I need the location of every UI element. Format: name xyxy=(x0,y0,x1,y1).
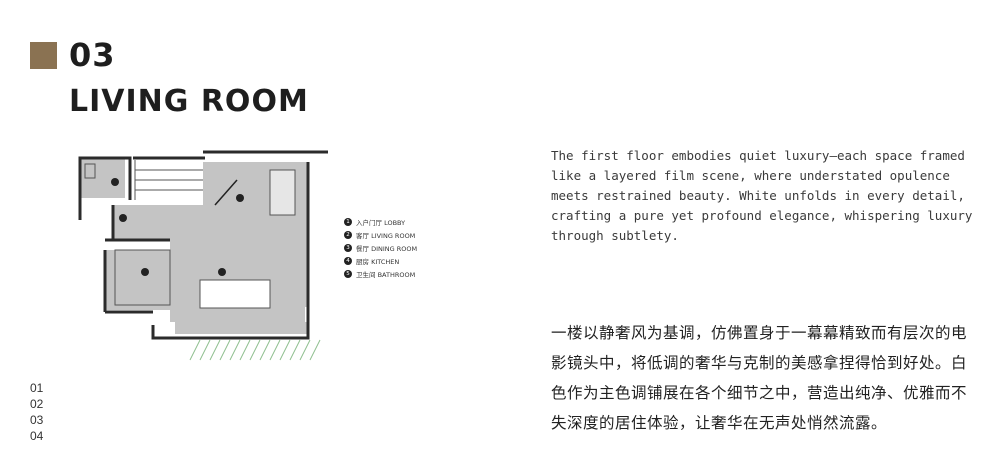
legend-item: 2 客厅 LIVING ROOM xyxy=(344,228,417,241)
section-title: LIVING ROOM xyxy=(69,84,309,119)
page-index-item[interactable]: 01 xyxy=(30,381,44,395)
legend-label: 厨房 KITCHEN xyxy=(356,257,400,266)
legend-number: 4 xyxy=(344,256,352,265)
page-index-item[interactable]: 04 xyxy=(30,429,44,443)
legend-number: 1 xyxy=(344,217,352,226)
section-accent-square xyxy=(30,42,57,69)
description-chinese: 一楼以静奢风为基调，仿佛置身于一幕幕精致而有层次的电影镜头中，将低调的奢华与克制… xyxy=(551,324,968,432)
legend-item: 5 卫生间 BATHROOM xyxy=(344,267,417,280)
page-index: 01 02 03 04 xyxy=(30,380,43,444)
plan-legend: 1 入户门厅 LOBBY 2 客厅 LIVING ROOM 3 餐厅 DININ… xyxy=(344,215,417,280)
description-english: The first floor embodies quiet luxury—ea… xyxy=(551,148,973,243)
legend-item: 1 入户门厅 LOBBY xyxy=(344,215,417,228)
floor-plan-drawing xyxy=(78,150,328,361)
room-markers xyxy=(111,178,244,276)
legend-item: 3 餐厅 DINING ROOM xyxy=(344,241,417,254)
page-index-item[interactable]: 02 xyxy=(30,397,44,411)
floor-plan xyxy=(75,150,435,365)
legend-label: 卫生间 BATHROOM xyxy=(356,270,416,279)
legend-item: 4 厨房 KITCHEN xyxy=(344,254,417,267)
legend-number: 2 xyxy=(344,230,352,239)
legend-label: 客厅 LIVING ROOM xyxy=(356,231,416,240)
garden-hatch xyxy=(189,339,321,361)
section-number: 03 xyxy=(69,36,116,74)
plan-details xyxy=(84,160,296,309)
floor-fill xyxy=(80,158,308,334)
page-index-item[interactable]: 03 xyxy=(30,413,44,427)
legend-number: 5 xyxy=(344,269,352,278)
legend-label: 入户门厅 LOBBY xyxy=(356,218,406,227)
legend-label: 餐厅 DINING ROOM xyxy=(356,244,418,253)
plan-walls xyxy=(78,150,328,340)
legend-number: 3 xyxy=(344,243,352,252)
